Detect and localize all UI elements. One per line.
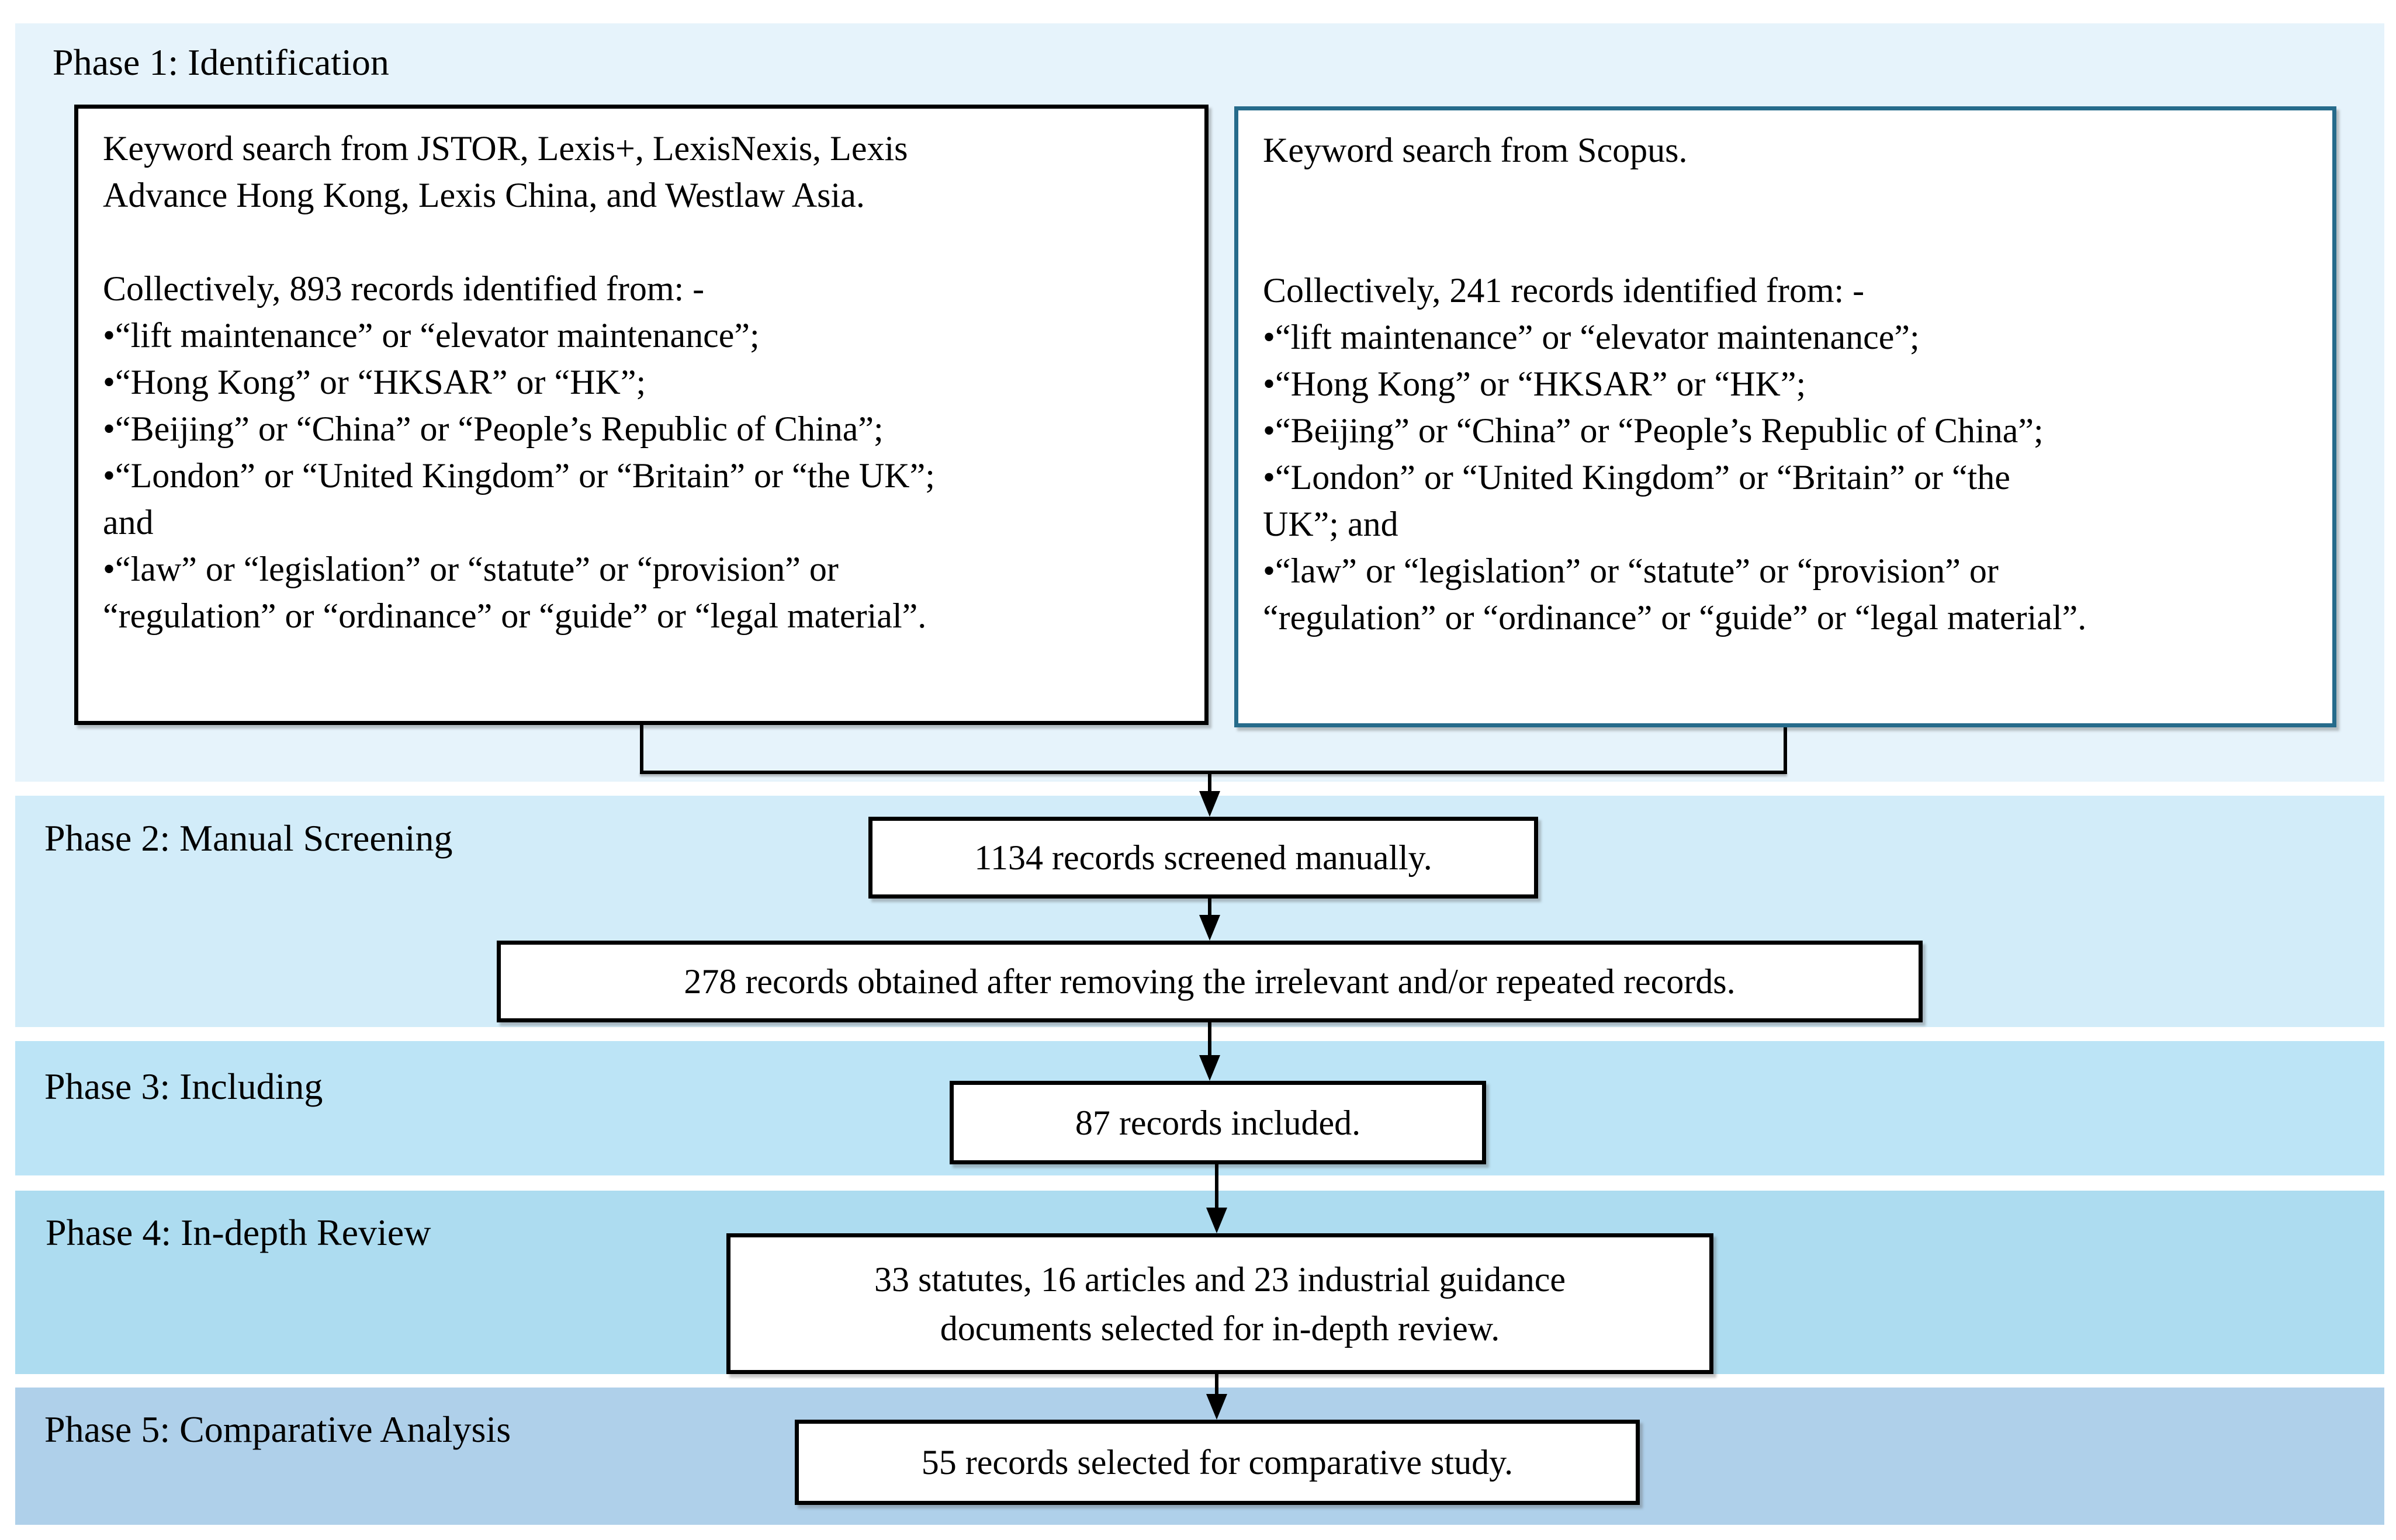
text-line: Keyword search from JSTOR, Lexis+, Lexis… [103,129,908,168]
text-line: •“law” or “legislation” or “statute” or … [1263,552,1999,590]
connector-right-drop-line [1784,727,1787,774]
text-line: “regulation” or “ordinance” or “guide” o… [1263,598,2087,637]
connector-merge-line [640,771,1787,774]
phase-5-label: Phase 5: Comparative Analysis [44,1409,511,1450]
deduplicated-records-text: 278 records obtained after removing the … [684,962,1736,1001]
arrow-indepth-to-comparative-shaft [1215,1374,1218,1397]
indepth-review-text-line2: documents selected for in-depth review. [940,1309,1500,1348]
arrow-indepth-to-comparative-head-icon [1206,1394,1227,1420]
text-line: Collectively, 241 records identified fro… [1263,271,1865,310]
screened-records-box: 1134 records screened manually. [868,817,1538,899]
text-line: UK”; and [1263,505,1398,543]
arrow-included-to-indepth-shaft [1215,1164,1218,1211]
phase-1-label: Phase 1: Identification [53,41,389,83]
text-line: •“London” or “United Kingdom” or “Britai… [1263,458,2010,497]
text-line [1263,220,2308,267]
included-records-text: 87 records included. [1075,1103,1361,1142]
text-line: •“lift maintenance” or “elevator mainten… [103,316,760,355]
text-line: Collectively, 893 records identified fro… [103,269,705,308]
text-line: •“law” or “legislation” or “statute” or … [103,550,839,588]
text-line: Advance Hong Kong, Lexis China, and West… [103,176,865,214]
text-line: •“Hong Kong” or “HKSAR” or “HK”; [1263,365,1806,403]
indepth-review-text-line1: 33 statutes, 16 articles and 23 industri… [874,1260,1566,1299]
text-line: •“Hong Kong” or “HKSAR” or “HK”; [103,363,646,401]
comparative-study-box: 55 records selected for comparative stud… [795,1420,1640,1505]
arrow-included-to-indepth-head-icon [1206,1208,1227,1233]
text-line: “regulation” or “ordinance” or “guide” o… [103,596,927,635]
phase-4-label: Phase 4: In-depth Review [46,1212,431,1253]
arrow-to-screened-head-icon [1199,791,1220,817]
comparative-study-text: 55 records selected for comparative stud… [921,1443,1514,1482]
text-line: Keyword search from Scopus. [1263,131,1688,169]
text-line: •“London” or “United Kingdom” or “Britai… [103,456,935,495]
arrow-to-screened-shaft [1208,772,1211,796]
phase-3-label: Phase 3: Including [44,1066,323,1107]
text-line [103,218,1180,265]
included-records-box: 87 records included. [950,1081,1486,1164]
deduplicated-records-box: 278 records obtained after removing the … [497,941,1923,1022]
text-line: •“Beijing” or “China” or “People’s Repub… [103,410,884,448]
text-line: •“lift maintenance” or “elevator mainten… [1263,318,1920,356]
arrow-screened-to-deduped-head-icon [1199,915,1220,941]
indepth-review-box: 33 statutes, 16 articles and 23 industri… [726,1233,1713,1374]
arrow-screened-to-deduped-shaft [1208,899,1211,920]
identification-box-scopus: Keyword search from Scopus. Collectively… [1234,106,2336,727]
identification-box-databases: Keyword search from JSTOR, Lexis+, Lexis… [74,105,1209,725]
arrow-deduped-to-included-head-icon [1199,1055,1220,1081]
screened-records-text: 1134 records screened manually. [974,838,1432,877]
arrow-deduped-to-included-shaft [1208,1022,1211,1059]
phase-2-label: Phase 2: Manual Screening [44,817,453,859]
connector-left-drop-line [640,724,643,774]
text-line: •“Beijing” or “China” or “People’s Repub… [1263,411,2044,450]
text-line: and [103,503,154,542]
text-line [1263,174,2308,220]
